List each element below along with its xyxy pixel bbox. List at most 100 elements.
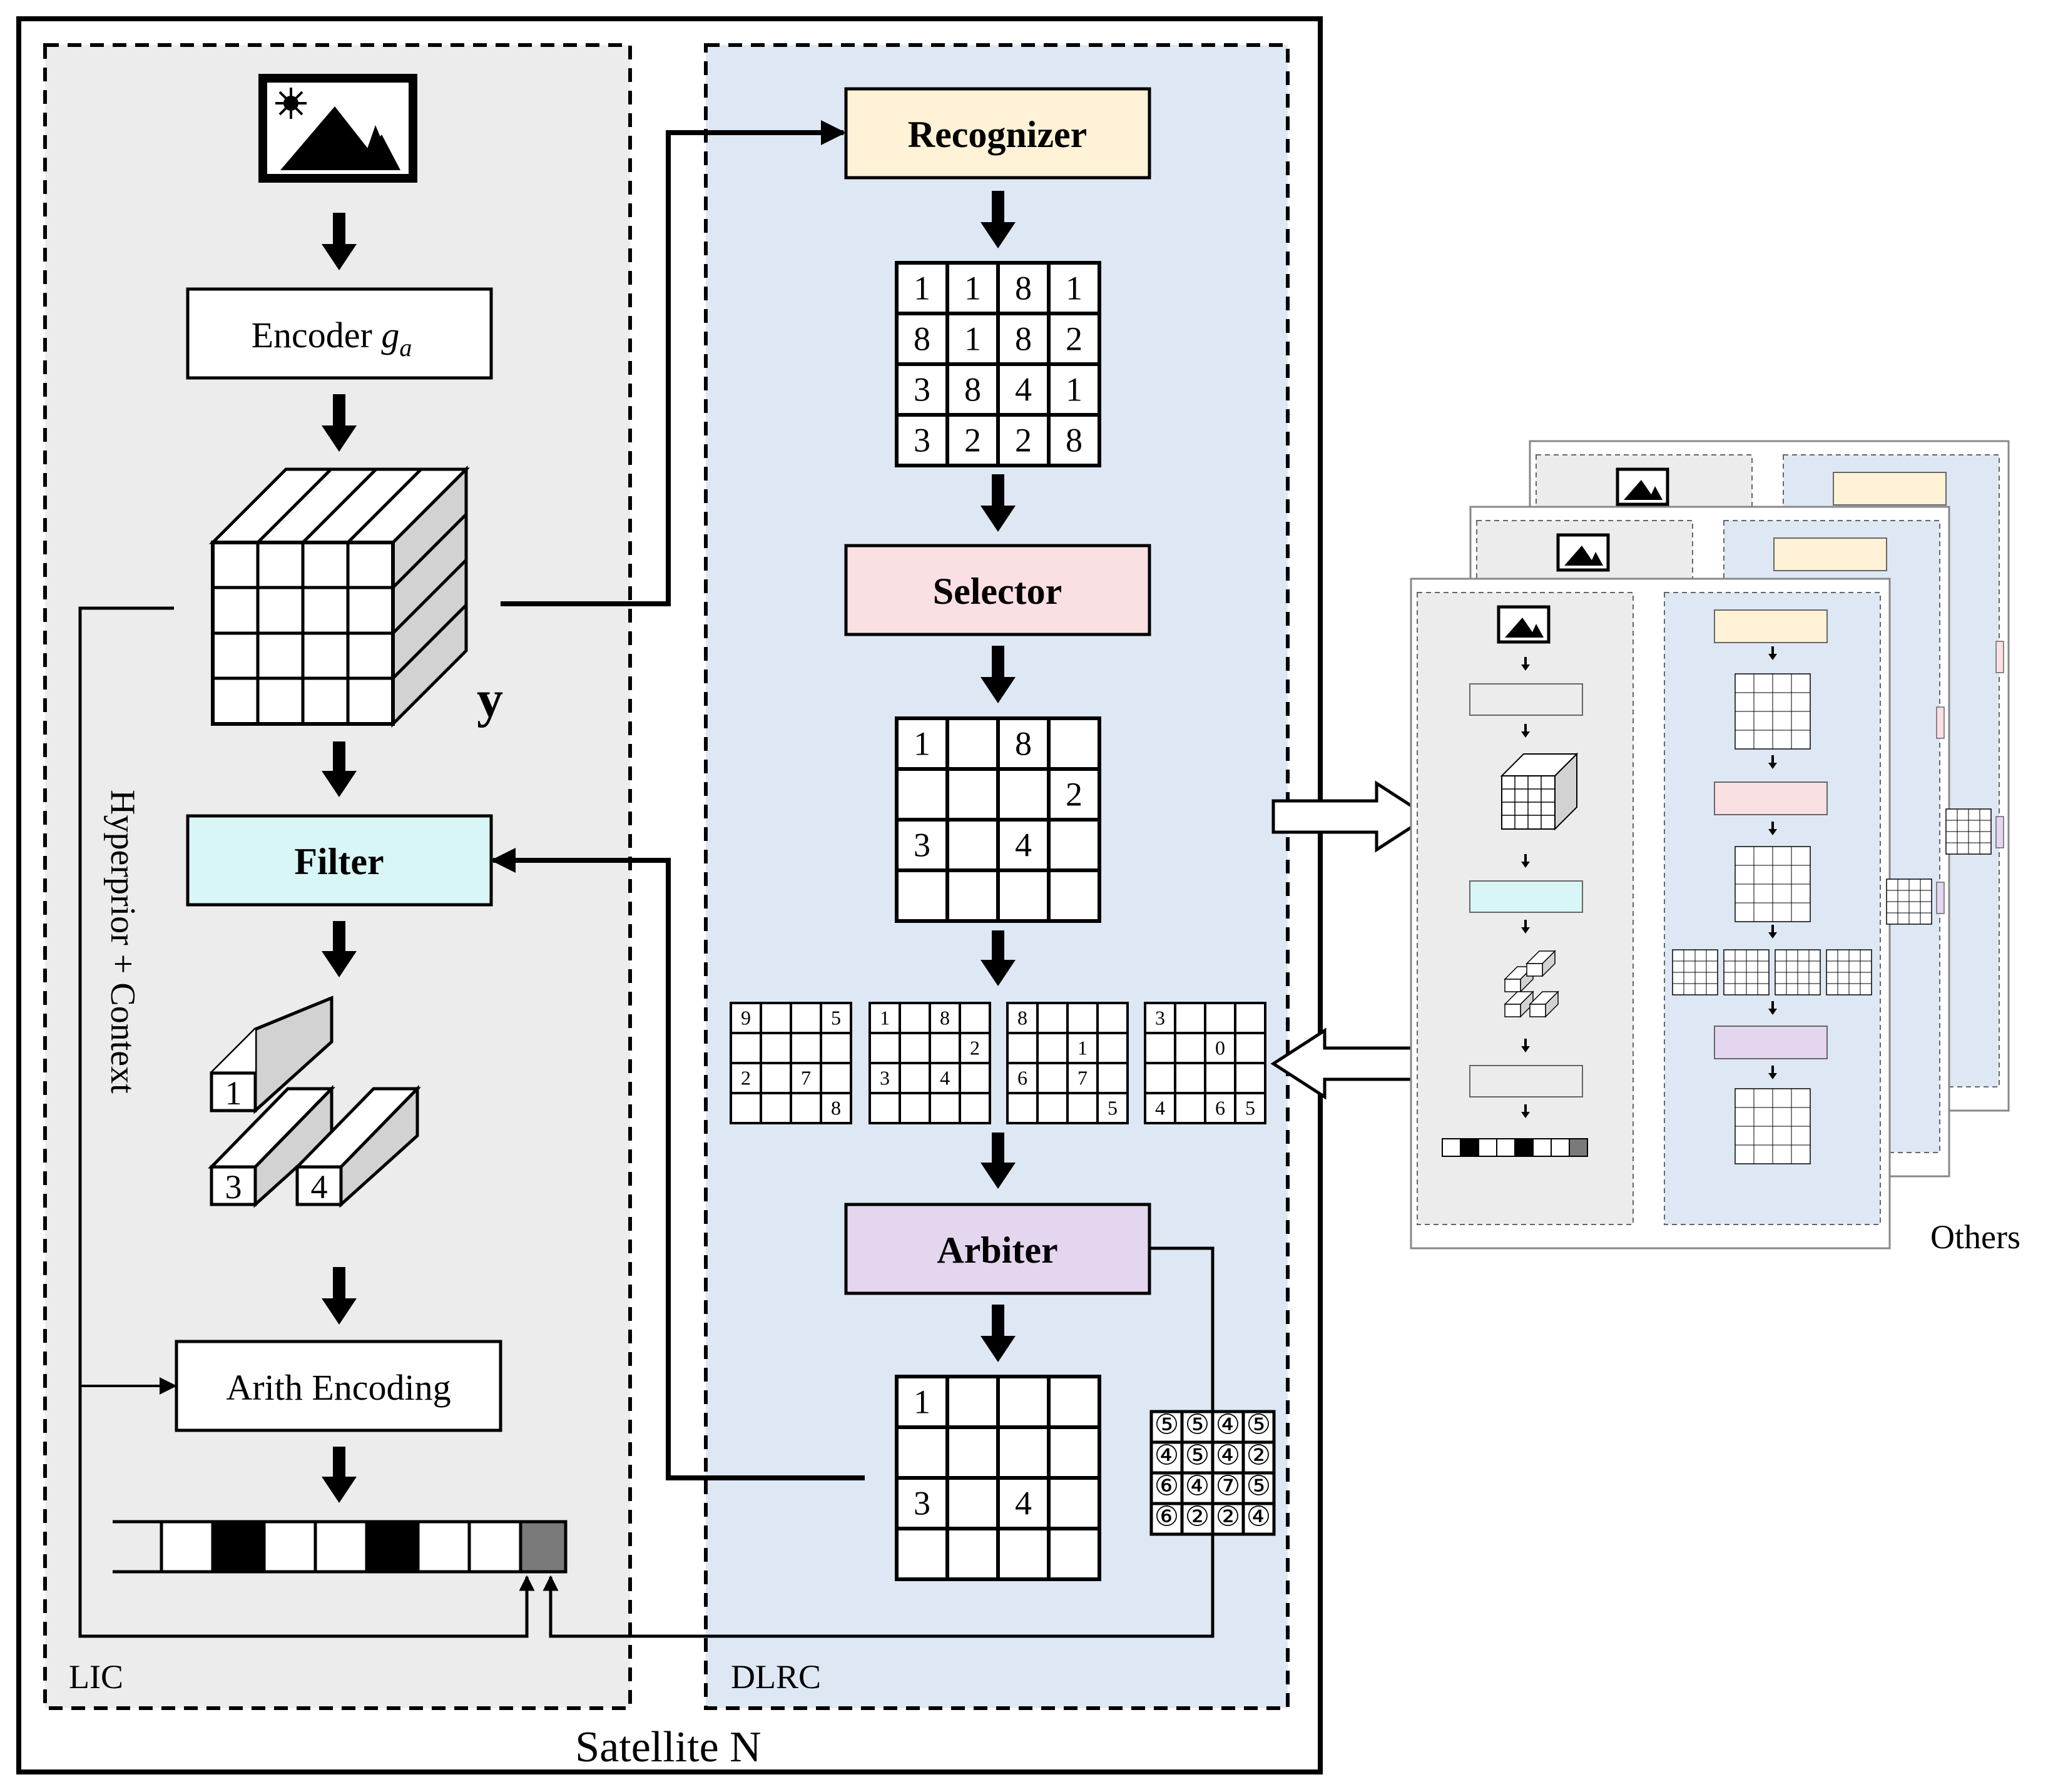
grid-cell: 8 [831, 1097, 841, 1119]
filtered-block-3-label: 3 [225, 1168, 242, 1206]
grid-cell: ⑦ [1216, 1470, 1240, 1501]
grid-cell: 8 [964, 370, 981, 408]
encoder-box [186, 287, 493, 380]
grid-cell: ② [1185, 1501, 1210, 1532]
back-layer-grid-1 [1945, 808, 1992, 855]
bitstream [113, 1520, 568, 1574]
grid-cell: ⑤ [1185, 1409, 1210, 1440]
grid-cell: 2 [964, 421, 981, 459]
grid-cell: 2 [1015, 421, 1032, 459]
filtered-block-4-label: 4 [311, 1168, 328, 1206]
grid-cell: ④ [1154, 1440, 1179, 1470]
dlrc-arrow-6 [981, 1305, 1016, 1362]
grid-cell: 1 [914, 1383, 930, 1420]
grid-cell: ② [1216, 1501, 1240, 1532]
lic-arrow-5 [322, 1267, 357, 1325]
selection-grid: 1 82 3 4 [895, 716, 1101, 923]
grid-cell: 8 [940, 1007, 950, 1029]
grid-cell: ⑤ [1246, 1470, 1271, 1501]
grid-cell: ⑥ [1154, 1501, 1179, 1532]
grid-cell: 1 [964, 320, 981, 357]
arbiter-label: Arbiter [937, 1229, 1057, 1271]
grid-cell: 1 [880, 1007, 890, 1029]
grid-cell: 8 [1015, 725, 1032, 762]
grid-cell: ⑤ [1185, 1440, 1210, 1470]
grid-cell: 2 [1066, 775, 1082, 813]
arith-encoding-label: Arith Encoding [226, 1367, 451, 1408]
grid-cell: 4 [940, 1067, 950, 1089]
latent-to-recognizer-connector [501, 120, 846, 606]
selector-label: Selector [933, 571, 1062, 612]
recognizer-label: Recognizer [908, 114, 1088, 155]
grid-cell: ⑤ [1246, 1409, 1271, 1440]
filtered-block-1 [210, 995, 334, 1114]
other-satellites-stack [1410, 440, 2010, 1250]
grid-cell: 4 [1015, 1484, 1032, 1522]
grid-cell: 8 [914, 320, 930, 357]
satellite-label: Satellite N [575, 1723, 761, 1771]
final-grid-to-filter-connector [491, 848, 865, 1480]
dlrc-arrow-2 [981, 474, 1016, 532]
grid-cell: 2 [1066, 320, 1082, 357]
grid-cell: 7 [1077, 1067, 1088, 1089]
arbiter-box [844, 1203, 1151, 1295]
filtered-block-4 [293, 1084, 421, 1208]
input-image-icon [258, 74, 417, 183]
grid-cell: 0 [1215, 1037, 1225, 1059]
grid-cell: 4 [1155, 1097, 1165, 1119]
lic-arrow-4 [322, 921, 357, 977]
arith-encoding-box [175, 1340, 502, 1432]
filtered-block-3 [208, 1084, 335, 1208]
dlrc-label: DLRC [731, 1658, 821, 1696]
grid-cell: ⑥ [1154, 1470, 1179, 1501]
grid-cell: 6 [1017, 1067, 1027, 1089]
grid-cell: 5 [1245, 1097, 1255, 1119]
grid-cell: 1 [914, 725, 930, 762]
filter-box [186, 814, 493, 907]
grid-cell: 1 [964, 269, 981, 307]
grid-cell: 1 [1066, 269, 1082, 307]
others-label: Others [1930, 1218, 2020, 1256]
hyperprior-connector [78, 606, 535, 1638]
grid-cell: ④ [1185, 1470, 1210, 1501]
grid-cell: 4 [1015, 826, 1032, 863]
dlrc-arrow-4 [981, 930, 1016, 986]
grid-cell: 8 [1015, 320, 1032, 357]
grid-cell: 8 [1017, 1007, 1027, 1029]
lic-arrow-6 [322, 1447, 357, 1503]
recognizer-box [844, 87, 1151, 180]
grid-cell: 5 [831, 1007, 841, 1029]
others-grid-1: 9 5 2 78 [730, 1002, 852, 1124]
grid-cell: 3 [914, 826, 930, 863]
other-satellite-layer-3 [1410, 578, 1891, 1250]
grid-cell: 1 [1066, 370, 1082, 408]
grid-cell: 2 [970, 1037, 980, 1059]
final-grid: 1 3 4 [895, 1375, 1101, 1581]
dlrc-arrow-5 [981, 1133, 1016, 1189]
lic-arrow-3 [322, 741, 357, 797]
grid-cell: ④ [1216, 1409, 1240, 1440]
grid-cell: 2 [741, 1067, 751, 1089]
grid-cell: 6 [1215, 1097, 1225, 1119]
latent-label: y [477, 670, 503, 728]
grid-cell: 7 [801, 1067, 811, 1089]
dlrc-arrow-1 [981, 191, 1016, 248]
filter-label: Filter [294, 841, 384, 882]
grid-cell: ② [1246, 1440, 1271, 1470]
grid-cell: 5 [1108, 1097, 1118, 1119]
lic-label: LIC [69, 1658, 123, 1696]
grid-cell: 9 [741, 1007, 751, 1029]
grid-cell: 3 [914, 1484, 930, 1522]
grid-cell: 4 [1015, 370, 1032, 408]
grid-cell: ④ [1246, 1501, 1271, 1532]
grid-cell: 3 [1155, 1007, 1165, 1029]
arbiter-to-bitstream-connector [543, 1246, 1215, 1638]
grid-cell: ④ [1216, 1440, 1240, 1470]
